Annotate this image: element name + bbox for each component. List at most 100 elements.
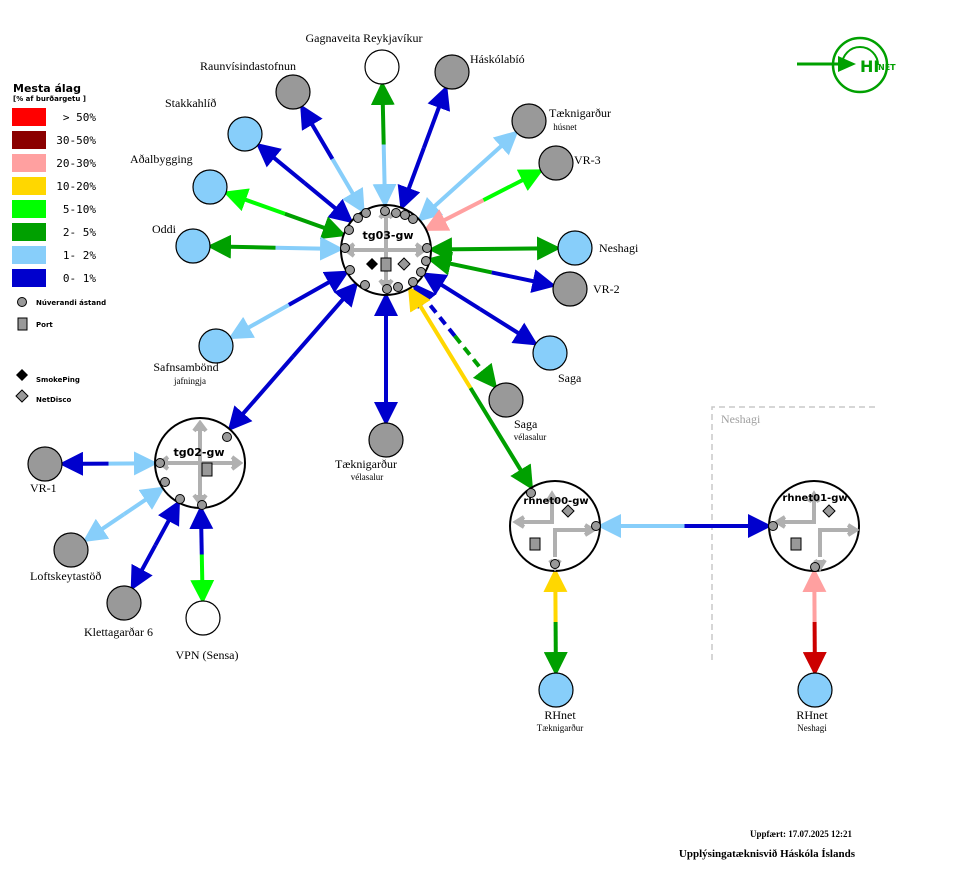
router-rhnet01[interactable]: rhnet01-gw [768,480,860,572]
legend-symbol-label: Port [36,321,53,329]
node-circle [227,116,263,152]
link-tg03-saga[interactable] [421,272,539,346]
link-half-out [303,181,354,224]
router-rhnet00[interactable]: rhnet00-gw [509,480,601,572]
node-circle [53,532,89,568]
link-half-out [153,499,180,547]
link-tg02-vpn[interactable] [189,504,215,605]
legend-level-label: 30-50% [56,134,96,147]
node-circle [511,103,547,139]
link-half-in [223,188,286,216]
link-tg03-saga_velasalur[interactable] [412,282,498,390]
node-adalbygging[interactable]: Aðalbygging [130,152,228,205]
node-oddi[interactable]: Oddi [152,222,211,264]
node-sublabel: vélasalur [351,472,383,482]
node-circle [552,271,588,307]
node-gagnaveita[interactable]: Gagnaveita Reykjavíkur [306,31,423,85]
link-rhnet01-rhnet_neshagi[interactable] [802,567,827,677]
port-icon [380,257,392,272]
node-label: VR-1 [30,481,57,495]
link-tg03-vr2[interactable] [427,251,557,293]
node-vr2[interactable]: VR-2 [552,271,620,307]
node-circle [106,585,142,621]
router-tg03[interactable]: tg03-gw [340,204,432,296]
link-rhnet00-rhnet_taekni[interactable] [543,567,568,677]
node-circle [797,672,833,708]
logo-suffix: NET [878,63,896,72]
legend-level: 0- 1% [12,269,96,287]
legend-level-label: 2- 5% [63,226,96,239]
legend-level: > 50% [12,108,96,126]
footer-updated: Uppfært: 17.07.2025 12:21 [750,829,852,839]
link-tg03-vr3[interactable] [423,169,544,231]
legend-level-label: 10-20% [56,180,96,193]
nodes-layer: Gagnaveita ReykjavíkurRaunvísindastofnun… [27,31,833,733]
node-vpn[interactable]: VPN (Sensa) [176,600,239,662]
link-tg03-rhnet00[interactable] [407,285,534,491]
port-icon [790,537,802,551]
link-half-in [82,512,126,543]
link-half-out [330,157,365,214]
node-label: VR-2 [593,282,620,296]
region-label: Neshagi [721,412,761,426]
legend-swatch [12,177,46,195]
legend-level-label: 1- 2% [63,249,96,262]
link-tg03-stakkahlid[interactable] [255,142,354,224]
router-rhnet01-name: rhnet01-gw [782,493,847,504]
link-tg03-adalbygging[interactable] [223,188,347,240]
node-saga[interactable]: Saga [532,335,582,385]
link-tg02-loftskeyta[interactable] [82,486,166,543]
link-half-in [255,142,306,185]
node-label: Tæknigarður [549,106,611,120]
link-tg03-gagnaveita[interactable] [370,80,397,209]
legend-symbol-label: SmokePing [36,376,80,384]
link-tg03-haskolabio[interactable] [397,85,451,211]
node-label: Háskólabíó [470,52,525,66]
link-tg03-safnsambond[interactable] [228,270,350,340]
link-tg03-raunvis[interactable] [300,104,365,214]
node-klettagardar[interactable]: Klettagarðar 6 [84,585,153,639]
link-half-out [407,285,473,390]
legend-swatch [12,223,46,241]
node-haskolabio[interactable]: Háskólabíó [434,52,525,90]
link-tg02-vr1[interactable] [58,451,159,476]
legend-level-label: 5-10% [63,203,96,216]
legend-swatch [12,154,46,172]
link-half-in [478,307,539,346]
legend-swatch [12,131,46,149]
node-label: VR-3 [574,153,601,167]
node-neshagi[interactable]: Neshagi [557,230,639,266]
link-half-out [427,237,495,262]
node-label: VPN (Sensa) [176,648,239,662]
router-arrows-icon [773,490,860,572]
node-stakkahlid[interactable]: Stakkahlíð [165,96,263,152]
node-vr1[interactable]: VR-1 [27,446,63,495]
link-tg03-neshagi[interactable] [427,236,562,262]
links-layer [58,80,827,677]
node-vr3[interactable]: VR-3 [538,145,601,181]
router-tg03-name: tg03-gw [362,229,413,242]
link-half-in [421,85,451,149]
link-tg02-klettagardar[interactable] [130,499,180,591]
link-half-in [370,80,395,145]
link-half-in [482,169,544,202]
node-label: Tæknigarður [335,457,397,471]
node-circle [538,145,574,181]
node-raunvis[interactable]: Raunvísindastofnun [200,59,311,110]
legend-title: Mesta álag [13,82,81,95]
node-circle [434,54,470,90]
link-half-out [397,147,426,211]
node-circle [185,600,221,636]
link-tg03-oddi[interactable] [206,234,345,261]
router-rhnet00-name: rhnet00-gw [523,496,588,507]
link-tg03-tg02[interactable] [227,281,359,432]
router-tg02[interactable]: tg02-gw [154,417,246,510]
node-loftskeyta[interactable]: Loftskeytastöð [30,532,101,583]
